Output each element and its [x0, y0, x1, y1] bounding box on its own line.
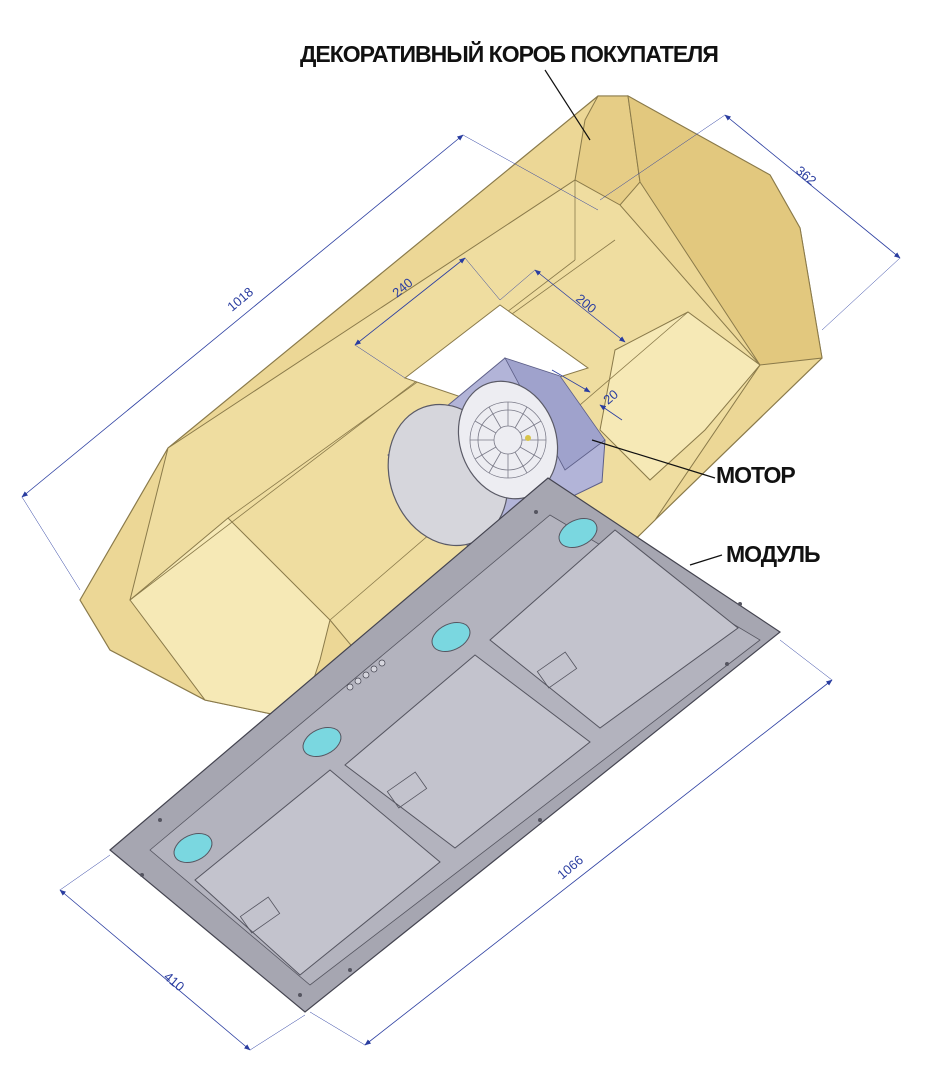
control-buttons — [346, 659, 386, 691]
dim-410: 410 — [161, 969, 187, 994]
light-2 — [302, 726, 342, 758]
label-module: МОДУЛЬ — [726, 541, 820, 567]
motor-assembly — [387, 357, 606, 561]
light-1 — [173, 832, 213, 864]
dim-1018: 1018 — [224, 284, 256, 314]
dim-362: 362 — [793, 163, 819, 188]
light-4 — [558, 517, 598, 549]
dimension-lines — [21, 114, 901, 1051]
light-3 — [431, 621, 471, 653]
label-decorative-box: ДЕКОРАТИВНЫЙ КОРОБ ПОКУПАТЕЛЯ — [300, 40, 718, 67]
dim-1066: 1066 — [554, 852, 586, 882]
label-motor: МОТОР — [716, 462, 795, 488]
